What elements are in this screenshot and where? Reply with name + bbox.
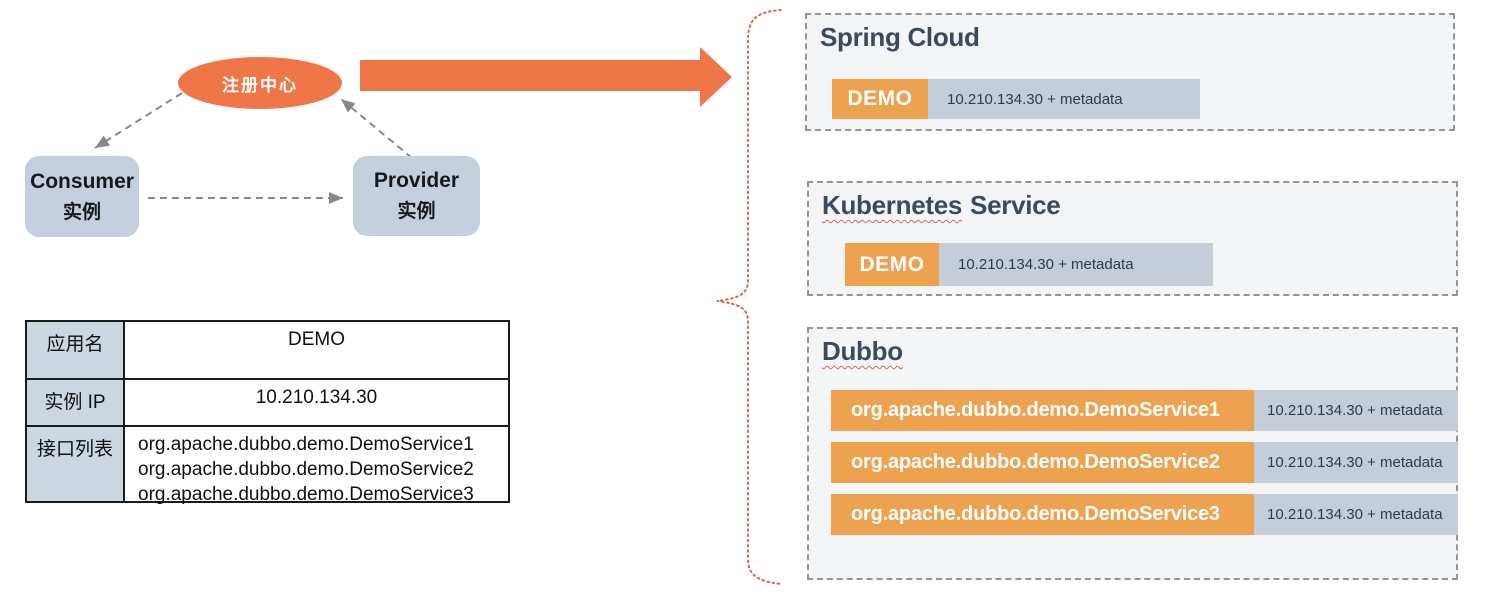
- consumer-title: Consumer: [30, 169, 134, 193]
- table-row-app-name: 应用名 DEMO: [27, 322, 508, 378]
- instance-metadata-bar: 10.210.134.30 + metadata: [1254, 390, 1458, 431]
- consumer-node: Consumer 实例: [25, 156, 139, 237]
- instance-metadata-bar: 10.210.134.30 + metadata: [928, 79, 1200, 119]
- service-name-badge: org.apache.dubbo.demo.DemoService2: [831, 442, 1254, 483]
- table-label-instance-ip: 实例 IP: [27, 380, 125, 425]
- dubbo-service-entry: org.apache.dubbo.demo.DemoService1 10.21…: [831, 390, 1458, 431]
- interface-list-item: org.apache.dubbo.demo.DemoService2: [138, 459, 474, 480]
- provider-node: Provider 实例: [353, 156, 480, 236]
- provider-to-registry-dashed-arrow: [340, 98, 413, 159]
- registry-center-label: 注册中心: [222, 75, 298, 95]
- registry-center-node: 注册中心: [178, 57, 342, 109]
- interface-list-item: org.apache.dubbo.demo.DemoService3: [138, 484, 474, 505]
- kubernetes-registration-entry: DEMO 10.210.134.30 + metadata: [845, 243, 1213, 286]
- spring-cloud-panel-title: Spring Cloud: [820, 22, 980, 52]
- provider-subtitle: 实例: [397, 201, 436, 222]
- table-value-interface-list: org.apache.dubbo.demo.DemoService1 org.a…: [125, 427, 508, 505]
- dotted-brace: [716, 9, 782, 585]
- kubernetes-title-rest: Service: [970, 190, 1061, 220]
- dubbo-panel-title: Dubbo: [822, 336, 903, 366]
- service-name-badge: org.apache.dubbo.demo.DemoService1: [831, 390, 1254, 431]
- app-name-badge: DEMO: [832, 79, 928, 119]
- big-right-arrow: [360, 47, 732, 107]
- registry-to-consumer-dashed-arrow: [94, 92, 183, 149]
- dubbo-service-entry: org.apache.dubbo.demo.DemoService3 10.21…: [831, 494, 1458, 535]
- table-value-instance-ip: 10.210.134.30: [255, 387, 378, 408]
- spring-cloud-panel: Spring Cloud DEMO 10.210.134.30 + metada…: [805, 13, 1455, 131]
- service-name-badge: org.apache.dubbo.demo.DemoService3: [831, 494, 1254, 535]
- table-label-app-name: 应用名: [27, 322, 125, 378]
- provider-title: Provider: [373, 169, 460, 192]
- instance-metadata-bar: 10.210.134.30 + metadata: [939, 243, 1213, 286]
- table-value-app-name: DEMO: [288, 329, 345, 350]
- kubernetes-title-word: Kubernetes: [822, 190, 963, 220]
- table-row-instance-ip: 实例 IP 10.210.134.30: [27, 378, 508, 425]
- spring-cloud-registration-entry: DEMO 10.210.134.30 + metadata: [832, 79, 1200, 119]
- table-row-interface-list: 接口列表 org.apache.dubbo.demo.DemoService1 …: [27, 425, 508, 505]
- consumer-subtitle: 实例: [62, 201, 101, 223]
- table-label-interface-list: 接口列表: [27, 427, 125, 501]
- instance-info-table: 应用名 DEMO 实例 IP 10.210.134.30 接口列表 org.ap…: [25, 320, 510, 505]
- instance-metadata-bar: 10.210.134.30 + metadata: [1254, 494, 1458, 535]
- instance-metadata-bar: 10.210.134.30 + metadata: [1254, 442, 1458, 483]
- dubbo-service-entry: org.apache.dubbo.demo.DemoService2 10.21…: [831, 442, 1458, 483]
- interface-list-item: org.apache.dubbo.demo.DemoService1: [138, 434, 474, 455]
- dubbo-panel: Dubbo org.apache.dubbo.demo.DemoService1…: [807, 327, 1458, 580]
- app-name-badge: DEMO: [845, 243, 939, 286]
